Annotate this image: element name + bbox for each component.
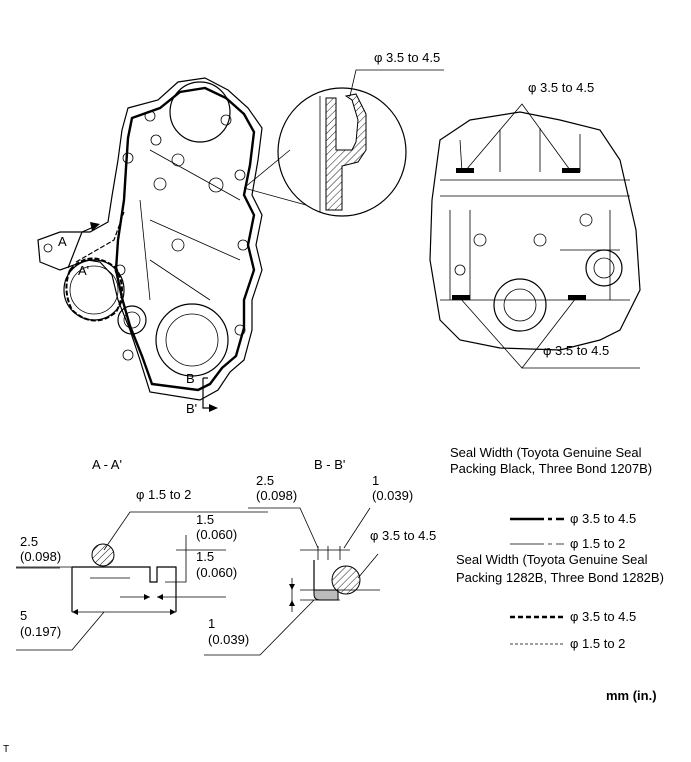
legend: Seal Width (Toyota Genuine Seal Packing …: [450, 445, 664, 651]
units-label: mm (in.): [606, 688, 657, 703]
aa-1-5a: 1.5: [196, 512, 214, 527]
right-top-phi: φ 3.5 to 4.5: [528, 80, 594, 95]
section-a-label: A: [58, 234, 67, 249]
aa-1-5b: 1.5: [196, 549, 214, 564]
aa-5-in: (0.197): [20, 624, 61, 639]
aa-phi-label: φ 1.5 to 2: [136, 487, 191, 502]
legend-group1-item1: φ 3.5 to 4.5: [570, 511, 636, 526]
detail-callout: φ 3.5 to 4.5: [243, 50, 444, 217]
bb-phi: φ 3.5 to 4.5: [370, 528, 436, 543]
bb-2-5-in: (0.098): [256, 488, 297, 503]
timing-cover-drawing: A A' B B': [37, 77, 263, 416]
bb-1-top-in: (0.039): [372, 488, 413, 503]
legend-group2-item1: φ 3.5 to 4.5: [570, 609, 636, 624]
section-bb: B - B' 2.5 (0.098) 1 (0.039) φ 3.5 to 4.…: [204, 457, 436, 656]
section-bb-title: B - B': [314, 457, 345, 472]
section-aa-title: A - A': [92, 457, 122, 472]
legend-group2-item2: φ 1.5 to 2: [570, 636, 625, 651]
section-a-prime-label: A': [78, 263, 89, 278]
legend-group1-title-2: Packing Black, Three Bond 1207B): [450, 461, 652, 476]
section-b-prime-label: B': [186, 401, 197, 416]
legend-group1-item2: φ 1.5 to 2: [570, 536, 625, 551]
corner-mark: T: [3, 744, 9, 755]
bb-1-bottom-in: (0.039): [208, 632, 249, 647]
legend-group1-title-1: Seal Width (Toyota Genuine Seal: [450, 445, 642, 460]
legend-group2-title-1: Seal Width (Toyota Genuine Seal: [456, 552, 648, 567]
aa-2-5-in: (0.098): [20, 549, 61, 564]
right-bottom-phi: φ 3.5 to 4.5: [543, 343, 609, 358]
aa-1-5b-in: (0.060): [196, 565, 237, 580]
aa-1-5a-in: (0.060): [196, 527, 237, 542]
engine-block-drawing: φ 3.5 to 4.5 φ 3.5 to 4.5: [429, 80, 641, 369]
aa-5: 5: [20, 608, 27, 623]
bb-2-5: 2.5: [256, 473, 274, 488]
bb-1-bottom: 1: [208, 616, 215, 631]
section-aa: A - A' φ 1.5 to 2 2.5 (0.098) 1.5 (0.060…: [16, 457, 268, 651]
aa-2-5: 2.5: [20, 534, 38, 549]
section-b-label: B: [186, 371, 195, 386]
top-callout-phi: φ 3.5 to 4.5: [374, 50, 440, 65]
bb-1-top: 1: [372, 473, 379, 488]
legend-group2-title-2: Packing 1282B, Three Bond 1282B): [456, 570, 664, 585]
